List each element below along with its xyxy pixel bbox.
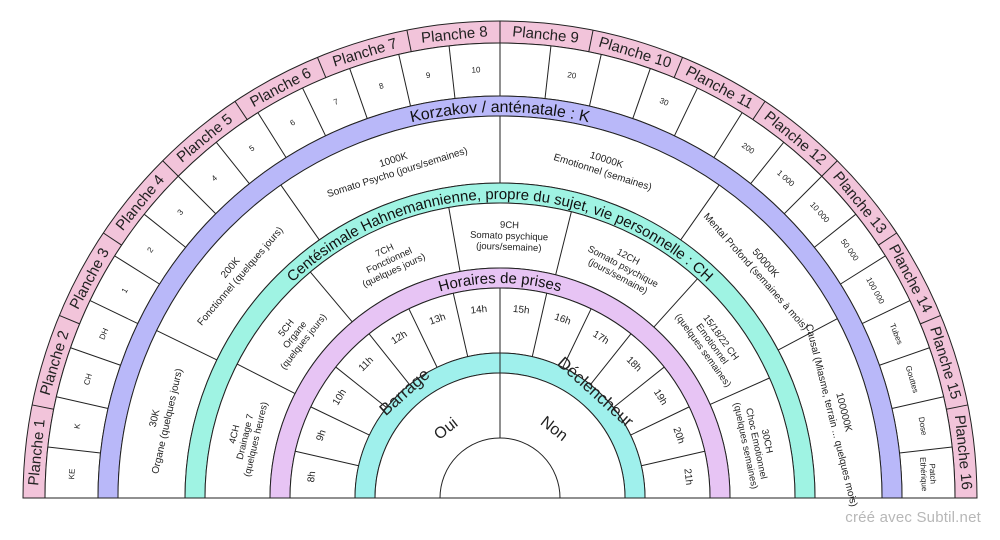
value-divider bbox=[588, 54, 602, 107]
planche-value: 2 bbox=[145, 245, 155, 254]
chart-dividers bbox=[23, 21, 977, 499]
hour-divider bbox=[368, 333, 410, 385]
value-divider bbox=[114, 255, 160, 285]
planche-value: Dose bbox=[917, 416, 929, 436]
hour-label: 20h bbox=[670, 426, 686, 445]
planche-value: PatchEthérique bbox=[918, 456, 938, 492]
hour-label: 9h bbox=[315, 429, 329, 443]
ch-divider bbox=[236, 363, 296, 395]
planche-value: 30 bbox=[658, 96, 670, 108]
planche-divider bbox=[234, 101, 248, 120]
planche-value: 10 bbox=[471, 65, 481, 75]
value-divider bbox=[861, 300, 911, 325]
hour-divider bbox=[613, 366, 665, 408]
planche-divider bbox=[103, 232, 122, 246]
planche-divider bbox=[920, 314, 941, 325]
value-divider bbox=[177, 175, 217, 215]
planche-divider bbox=[878, 232, 897, 246]
planche-value: 5 bbox=[248, 143, 257, 153]
planche-value: 4 bbox=[210, 173, 220, 183]
value-divider bbox=[70, 347, 121, 366]
hour-label: 14h bbox=[470, 304, 488, 317]
planche-value: 20 bbox=[567, 70, 578, 80]
ch-section: 9CHSomato psychique(jours/semaine) bbox=[469, 219, 548, 255]
planche-value: 3 bbox=[176, 207, 186, 217]
planche-label: Planche 9 bbox=[512, 23, 580, 46]
value-divider bbox=[673, 87, 698, 137]
ch-divider bbox=[709, 377, 770, 405]
value-divider bbox=[544, 45, 552, 99]
planche-divider bbox=[32, 404, 54, 410]
planche-value: 6 bbox=[289, 118, 298, 128]
planche-value: 8 bbox=[378, 81, 385, 91]
hour-divider bbox=[630, 406, 690, 436]
korzakov-divider bbox=[280, 184, 320, 241]
value-divider bbox=[879, 347, 930, 366]
hour-label: 16h bbox=[553, 312, 572, 328]
ch-divider bbox=[555, 211, 572, 275]
value-divider bbox=[448, 45, 456, 99]
value-divider bbox=[89, 300, 139, 325]
planche-divider bbox=[588, 30, 594, 52]
ch-divider bbox=[309, 271, 353, 323]
hour-divider bbox=[590, 333, 632, 385]
planche-divider bbox=[946, 404, 968, 410]
ch-divider bbox=[448, 207, 461, 272]
credit-text: créé avec Subtil.net bbox=[845, 509, 981, 526]
planche-divider bbox=[673, 57, 684, 78]
hour-label: 21h bbox=[681, 468, 694, 486]
planche-value: DH bbox=[98, 327, 111, 341]
hour-label: 13h bbox=[428, 312, 447, 328]
planche-divider bbox=[59, 314, 80, 325]
hour-divider bbox=[310, 406, 370, 436]
value-divider bbox=[56, 396, 109, 410]
hour-divider bbox=[531, 293, 548, 357]
hour-divider bbox=[295, 450, 359, 467]
hour-divider bbox=[452, 293, 469, 357]
planche-divider bbox=[406, 30, 412, 52]
value-divider bbox=[349, 68, 368, 119]
value-divider bbox=[840, 255, 886, 285]
value-divider bbox=[750, 141, 785, 185]
hour-label: 15h bbox=[512, 304, 530, 317]
value-divider bbox=[632, 68, 651, 119]
ch-divider bbox=[653, 278, 698, 328]
planche-value: CH bbox=[82, 372, 94, 386]
value-divider bbox=[891, 396, 944, 410]
hour-label: 8h bbox=[306, 471, 318, 483]
korzakov-divider bbox=[156, 330, 218, 361]
planche-label: Planche 1 bbox=[25, 418, 48, 486]
value-divider bbox=[143, 213, 187, 248]
value-divider bbox=[257, 112, 287, 158]
planche-value: KE bbox=[67, 468, 77, 479]
value-divider bbox=[47, 446, 101, 454]
value-divider bbox=[813, 213, 857, 248]
value-divider bbox=[398, 54, 412, 107]
korzakov-divider bbox=[680, 184, 720, 241]
hour-divider bbox=[335, 366, 387, 408]
planche-value: K bbox=[72, 422, 82, 429]
hour-divider bbox=[641, 450, 705, 467]
hour-divider bbox=[408, 308, 438, 368]
value-divider bbox=[899, 446, 953, 454]
value-divider bbox=[783, 175, 823, 215]
planche-divider bbox=[162, 160, 179, 177]
planche-label: Planche 8 bbox=[420, 23, 488, 46]
planche-divider bbox=[752, 101, 766, 120]
planche-divider bbox=[821, 160, 838, 177]
planche-value: 9 bbox=[425, 70, 431, 80]
value-divider bbox=[713, 112, 743, 158]
korzakov-divider bbox=[777, 318, 838, 351]
planche-divider bbox=[316, 57, 327, 78]
planche-value: 1 bbox=[120, 286, 130, 295]
hour-divider bbox=[562, 308, 592, 368]
value-divider bbox=[302, 87, 327, 137]
value-divider bbox=[215, 141, 250, 185]
planche-value: 7 bbox=[332, 97, 340, 107]
